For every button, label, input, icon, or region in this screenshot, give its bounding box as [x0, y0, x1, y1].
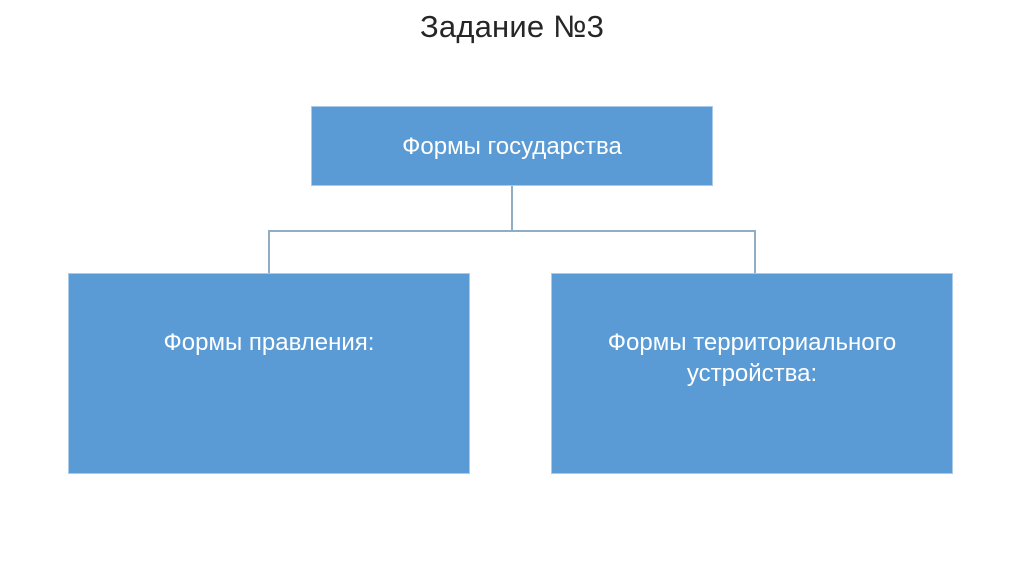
- node-child-forms-of-territorial-structure[interactable]: Формы территориального устройства:: [551, 273, 953, 474]
- node-child-right-label: Формы территориального устройства:: [607, 329, 897, 387]
- node-child-forms-of-government[interactable]: Формы правления:: [68, 273, 470, 474]
- node-root-label: Формы государства: [402, 132, 622, 160]
- node-child-left-label: Формы правления:: [163, 329, 375, 356]
- node-root-forms-of-state[interactable]: Формы государства: [311, 106, 713, 186]
- page-title: Задание №3: [419, 9, 605, 44]
